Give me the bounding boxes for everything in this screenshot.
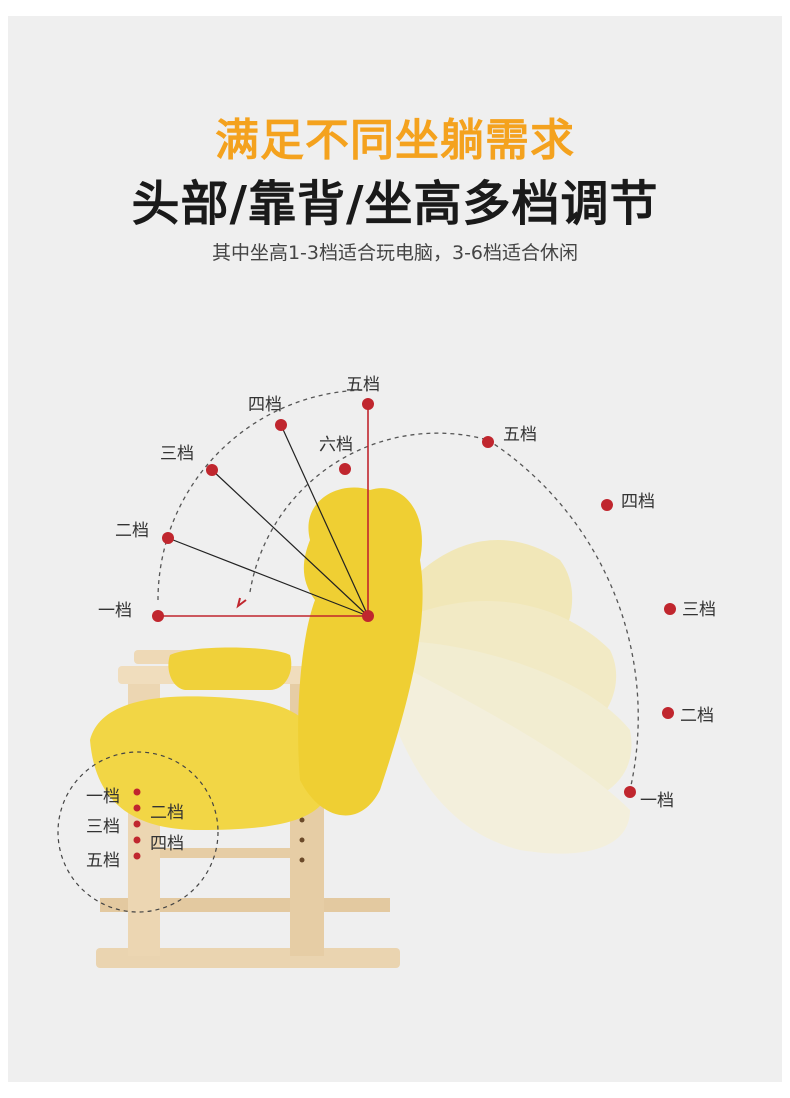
back-level-arc-inner — [249, 432, 489, 593]
back-level-label-6: 六档 — [319, 435, 353, 455]
back-level-markers — [339, 436, 676, 798]
back-level-label-1: 一档 — [640, 791, 674, 811]
head-level-label-4: 四档 — [248, 395, 282, 415]
headline-note: 其中坐高1-3档适合玩电脑，3-6档适合休闲 — [211, 242, 579, 264]
seat-level-label-3: 三档 — [86, 817, 120, 837]
back-level-label-4: 四档 — [621, 492, 655, 512]
head-level-label-2: 二档 — [115, 521, 149, 541]
head-level-label-3: 三档 — [160, 444, 194, 464]
back-level-label-5: 五档 — [503, 425, 537, 445]
back-level-label-2: 二档 — [680, 706, 714, 726]
seat-level-label-2: 二档 — [150, 803, 184, 823]
head-level-markers — [152, 398, 374, 622]
head-level-lines — [167, 424, 369, 617]
back-level-arc-outer — [487, 439, 639, 791]
seat-height-callout-circle — [57, 751, 219, 913]
headline-title: 满足不同坐躺需求 — [215, 115, 575, 166]
headline-subtitle: 头部/靠背/坐高多档调节 — [131, 176, 659, 232]
ghost-back-positions — [370, 540, 632, 854]
head-level-arc — [157, 389, 369, 601]
arrow-head-icon — [236, 597, 247, 609]
seat-level-label-1: 一档 — [86, 787, 120, 807]
back-level-label-3: 三档 — [682, 600, 716, 620]
head-level-label-5: 五档 — [346, 375, 380, 395]
seat-level-markers — [133, 788, 141, 860]
seat-level-label-5: 五档 — [86, 851, 120, 871]
seat-level-label-4: 四档 — [150, 834, 184, 854]
chair-cushion — [90, 487, 423, 830]
head-level-label-1: 一档 — [98, 601, 132, 621]
